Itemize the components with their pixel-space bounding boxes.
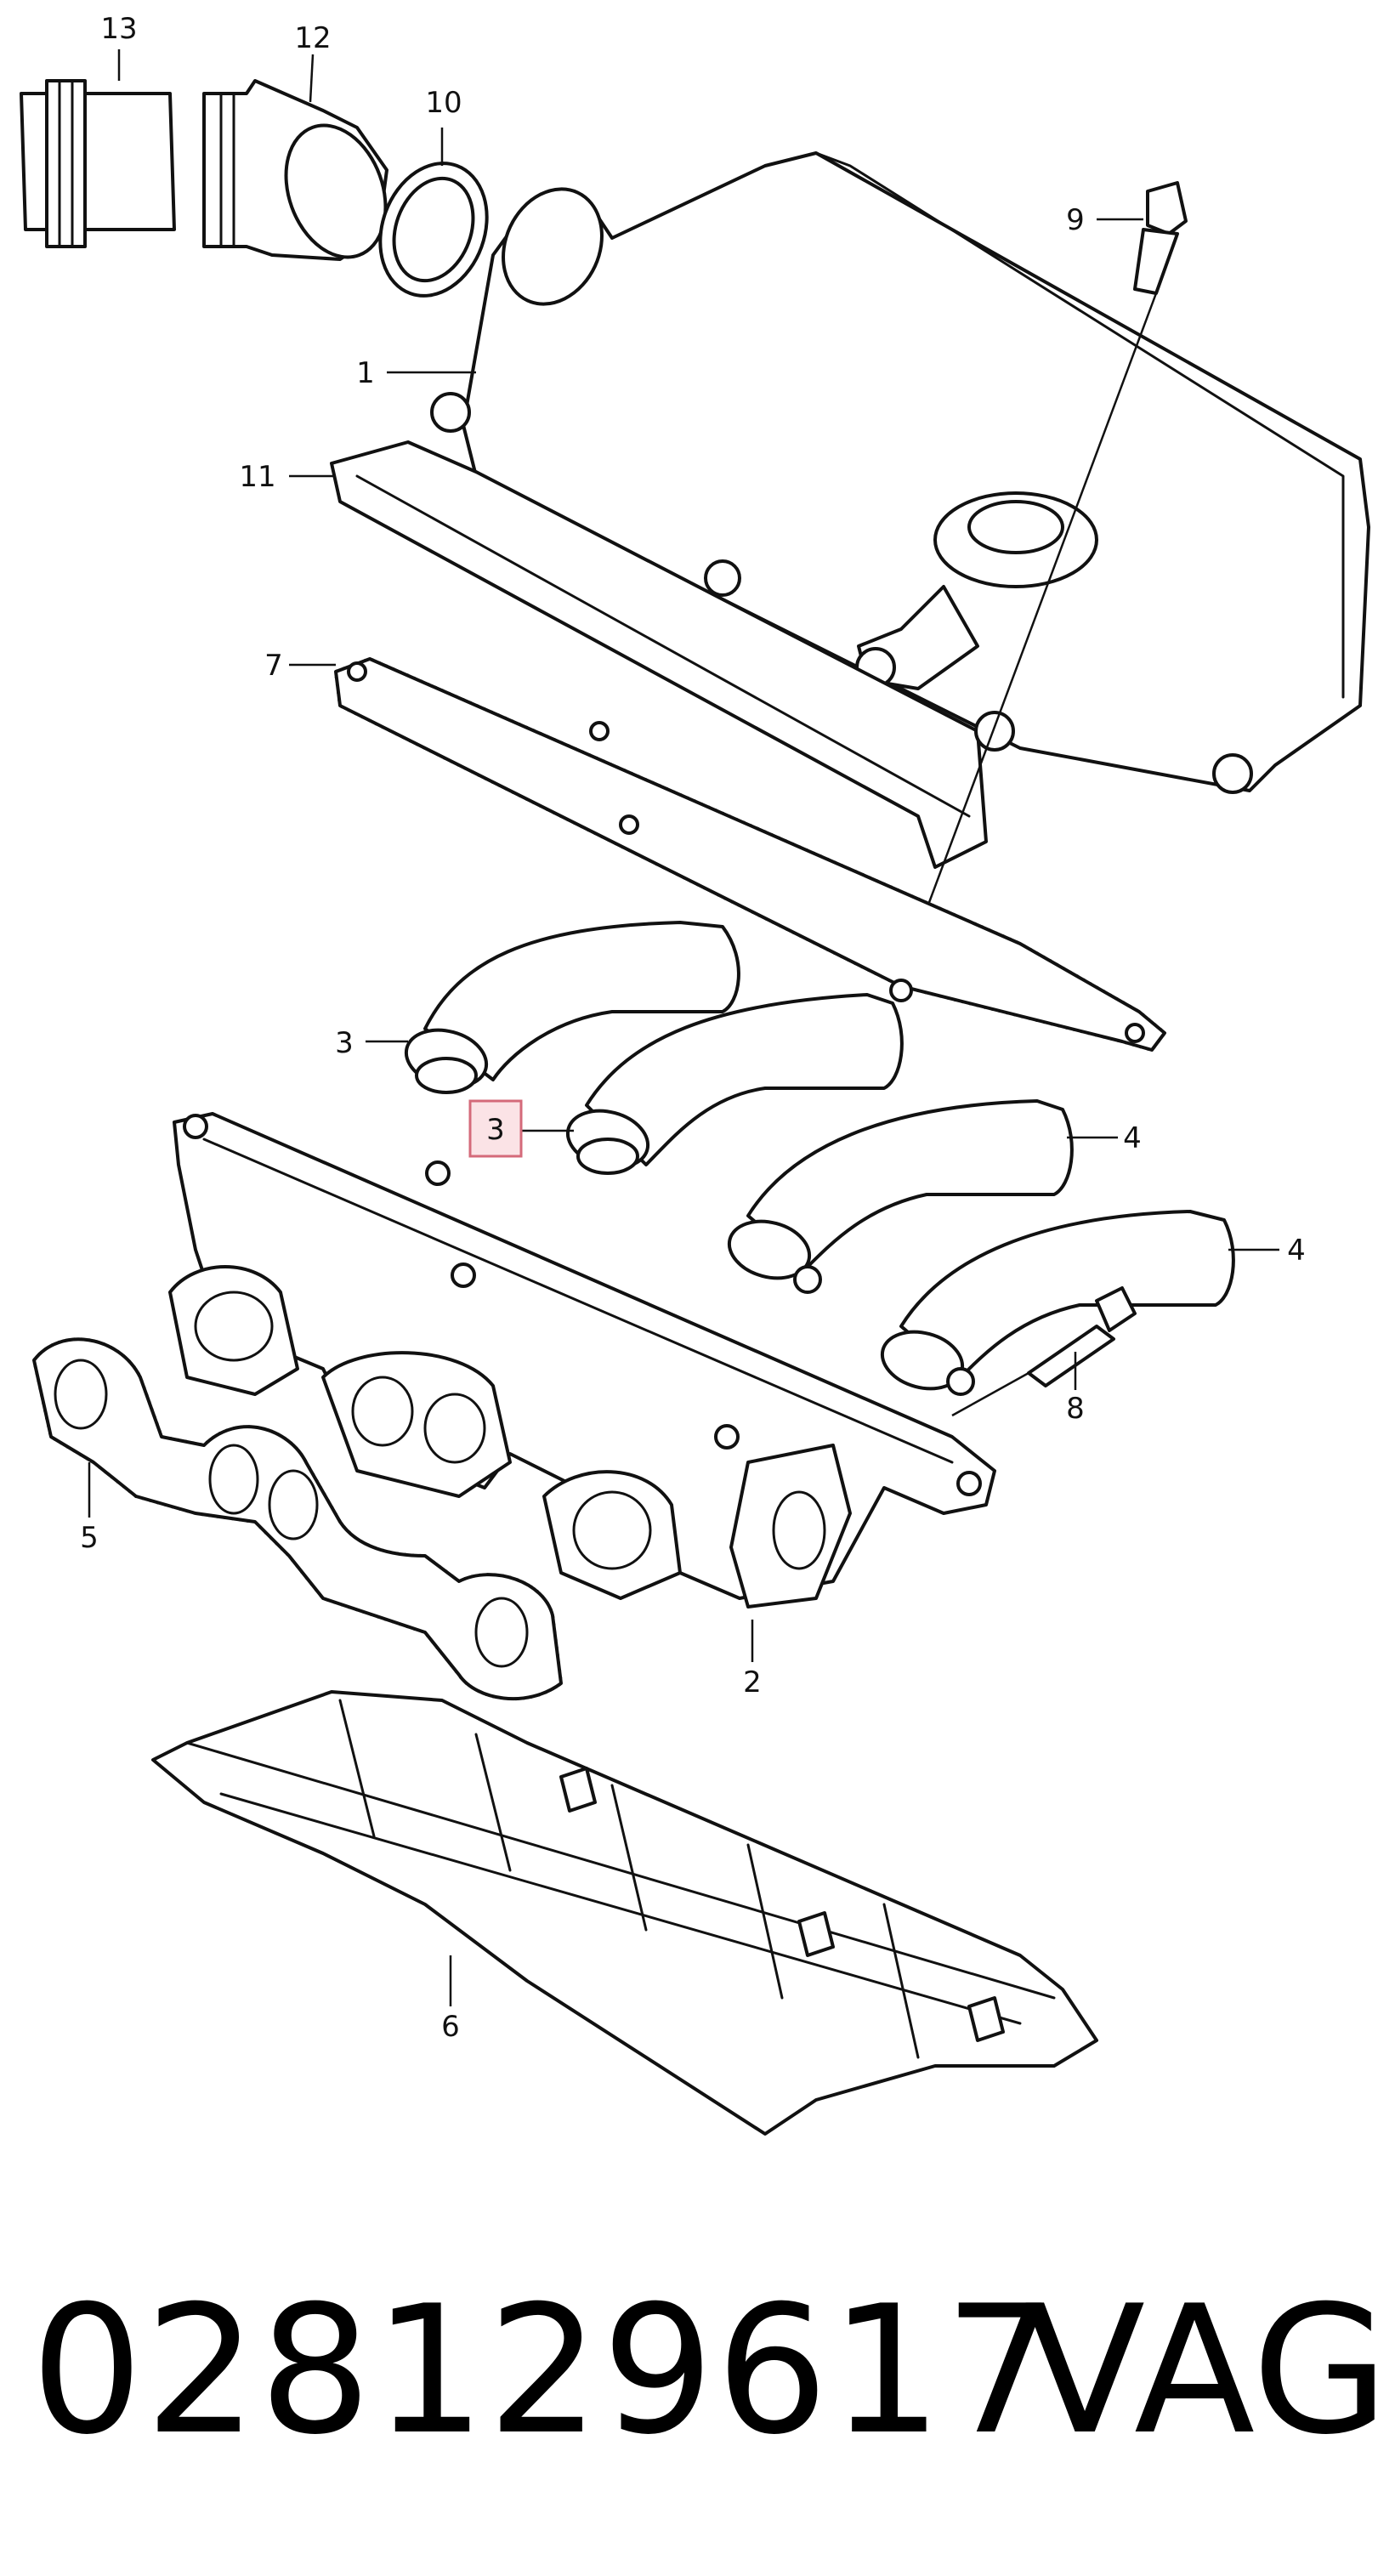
part-12-elbow-hose bbox=[202, 79, 388, 261]
callout-6[interactable]: 6 bbox=[441, 2010, 460, 2044]
part-2-intake-manifold bbox=[168, 1112, 996, 1609]
callout-13[interactable]: 13 bbox=[100, 12, 137, 46]
part-6-heat-shield bbox=[151, 1690, 1098, 2136]
part-4-runner-2 bbox=[880, 1210, 1235, 1396]
part-10-ring bbox=[378, 162, 489, 298]
callout-5[interactable]: 5 bbox=[80, 1521, 99, 1555]
exploded-view-svg: 13 12 10 9 1 11 7 3 3 4 4 8 5 2 6 bbox=[20, 12, 1370, 2136]
callout-8[interactable]: 8 bbox=[1066, 1392, 1085, 1426]
callout-2[interactable]: 2 bbox=[743, 1665, 762, 1699]
callout-11[interactable]: 11 bbox=[239, 460, 275, 494]
callout-10[interactable]: 10 bbox=[425, 86, 462, 120]
callout-3-selected[interactable]: 3 bbox=[486, 1113, 505, 1147]
callout-7[interactable]: 7 bbox=[264, 649, 283, 683]
callout-4-second[interactable]: 4 bbox=[1287, 1234, 1306, 1268]
part-number: 028129617 bbox=[31, 2268, 1059, 2474]
part-3-runner-1 bbox=[404, 921, 740, 1094]
part-8-bolt bbox=[951, 1286, 1137, 1417]
part-13-sleeve bbox=[20, 79, 176, 248]
selected-callout-highlight bbox=[468, 1099, 523, 1158]
callout-12[interactable]: 12 bbox=[294, 21, 331, 55]
part-3-runner-2 bbox=[565, 993, 904, 1175]
leader-lines bbox=[88, 49, 1279, 2006]
part-1-intake-housing bbox=[462, 151, 1370, 792]
part-5-flange-gasket bbox=[31, 1337, 564, 1701]
brand-name: VAG bbox=[1024, 2268, 1389, 2474]
callout-4-first[interactable]: 4 bbox=[1123, 1121, 1142, 1155]
callout-3-first[interactable]: 3 bbox=[335, 1026, 354, 1060]
part-11-flange bbox=[330, 392, 1253, 869]
part-7-gasket bbox=[333, 656, 1167, 1053]
part-9-bolt bbox=[899, 181, 1188, 979]
callout-1[interactable]: 1 bbox=[356, 356, 375, 390]
parts-diagram: 13 12 10 9 1 11 7 3 3 4 4 8 5 2 6 bbox=[20, 12, 1370, 2136]
callout-9[interactable]: 9 bbox=[1066, 203, 1085, 237]
